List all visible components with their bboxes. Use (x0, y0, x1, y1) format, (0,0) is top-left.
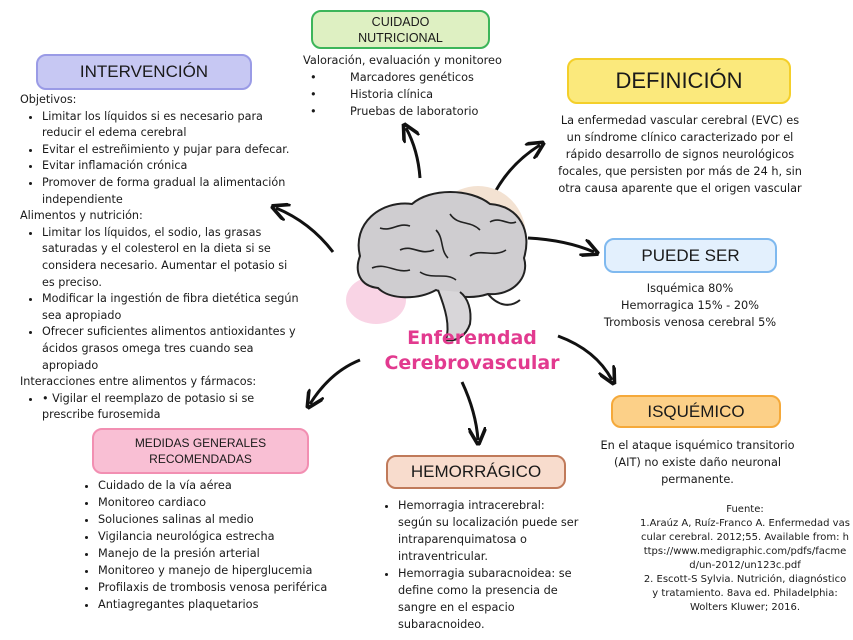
list-item: Hemorragia subaracnoidea: se define como… (398, 565, 581, 633)
hemorragico-content: Hemorragia intracerebral: según su local… (376, 497, 581, 633)
list-item: Monitoreo y manejo de hiperglucemia (98, 562, 356, 579)
puede-ser-content: Isquémica 80% Hemorragica 15% - 20% Trom… (590, 280, 790, 331)
cuidado-nutricional-intro: Valoración, evaluación y monitoreo (303, 54, 502, 67)
brain-illustration (346, 186, 528, 342)
interacciones-heading: Interacciones entre alimentos y fármacos… (20, 375, 257, 389)
central-title-line-2: Cerebrovascular (384, 352, 560, 374)
list-item: Cuidado de la vía aérea (98, 477, 356, 494)
fuente-section: Fuente: 1.Araúz A, Ruíz-Franco A. Enferm… (640, 503, 850, 615)
medidas-label-2: RECOMENDADAS (149, 452, 252, 466)
cuidado-nutricional-label-1: CUIDADO (371, 14, 430, 29)
medidas-box: MEDIDAS GENERALES RECOMENDADAS (92, 428, 309, 474)
hemorragico-box: HEMORRÁGICO (386, 455, 566, 489)
cuidado-nutricional-box: CUIDADO NUTRICIONAL (311, 10, 490, 49)
arrow-to-isquemico (557, 334, 612, 380)
list-item: Limitar los líquidos si es necesario par… (42, 109, 300, 142)
alimentos-heading: Alimentos y nutrición: (20, 209, 143, 223)
list-item: Monitoreo cardiaco (98, 494, 356, 511)
list-item: Limitar los líquidos, el sodio, las gras… (42, 225, 300, 291)
definicion-text: La enfermedad vascular cerebral (EVC) es… (558, 114, 802, 195)
puede-ser-box: PUEDE SER (604, 238, 777, 273)
fuente-label: Fuente: (726, 504, 764, 515)
list-item: Profilaxis de trombosis venosa periféric… (98, 579, 356, 596)
fuente-ref-1: 1.Araúz A, Ruíz-Franco A. Enfermedad vas… (640, 518, 850, 571)
arrow-to-definicion (490, 145, 540, 199)
objetivos-heading: Objetivos: (20, 93, 77, 106)
fuente-ref-2: 2. Escott-S Sylvia. Nutrición, diagnósti… (643, 574, 847, 613)
arrow-to-hemorragico (460, 381, 478, 440)
intervencion-box: INTERVENCIÓN (36, 54, 252, 90)
central-title-line-1: Enferemdad (407, 327, 537, 349)
cuidado-nutricional-label-2: NUTRICIONAL (358, 30, 443, 45)
hemorragico-label: HEMORRÁGICO (410, 462, 542, 481)
list-item: Vigilancia neurológica estrecha (98, 528, 356, 545)
list-item: Evitar el estreñimiento y pujar para def… (42, 142, 300, 159)
medidas-content: Cuidado de la vía aérea Monitoreo cardia… (76, 477, 356, 613)
list-item: Promover de forma gradual la alimentació… (42, 175, 300, 208)
list-item: •Historia clínica (310, 88, 434, 101)
list-item: Hemorragia intracerebral: según su local… (398, 497, 581, 565)
list-item: Manejo de la presión arterial (98, 545, 356, 562)
isquemico-label: ISQUÉMICO (647, 401, 745, 421)
arrow-to-intervencion (276, 208, 335, 253)
puede-ser-line: Trombosis venosa cerebral 5% (603, 316, 777, 329)
list-item: Modificar la ingestión de fibra dietétic… (42, 291, 300, 324)
definicion-box: DEFINICIÓN (567, 58, 791, 104)
intervencion-content: Objetivos: Limitar los líquidos si es ne… (20, 92, 300, 424)
list-item: •Marcadores genéticos (310, 71, 474, 84)
list-item: • Vigilar el reemplazo de potasio si se … (42, 391, 300, 424)
cuidado-nutricional-content: Valoración, evaluación y monitoreo •Marc… (300, 52, 505, 120)
isquemico-text: En el ataque isquémico transitorio (AIT)… (600, 439, 795, 486)
arrow-to-puede-ser (527, 236, 594, 252)
list-item: Antiagregantes plaquetarios (98, 596, 356, 613)
list-item: Soluciones salinas al medio (98, 511, 356, 528)
list-item: Evitar inflamación crónica (42, 158, 300, 175)
medidas-label-1: MEDIDAS GENERALES (134, 436, 267, 450)
definicion-label: DEFINICIÓN (615, 68, 743, 93)
list-item: Ofrecer suficientes alimentos antioxidan… (42, 324, 300, 374)
central-title: Enferemdad Cerebrovascular (372, 326, 572, 376)
puede-ser-label: PUEDE SER (641, 245, 740, 265)
arrow-to-medidas (310, 358, 361, 404)
list-item: •Pruebas de laboratorio (310, 105, 479, 118)
isquemico-box: ISQUÉMICO (611, 395, 781, 428)
intervencion-label: INTERVENCIÓN (79, 62, 209, 81)
puede-ser-line: Isquémica 80% (646, 282, 734, 295)
arrow-to-cuidado-nutricional (406, 128, 422, 179)
puede-ser-line: Hemorragica 15% - 20% (621, 299, 759, 312)
